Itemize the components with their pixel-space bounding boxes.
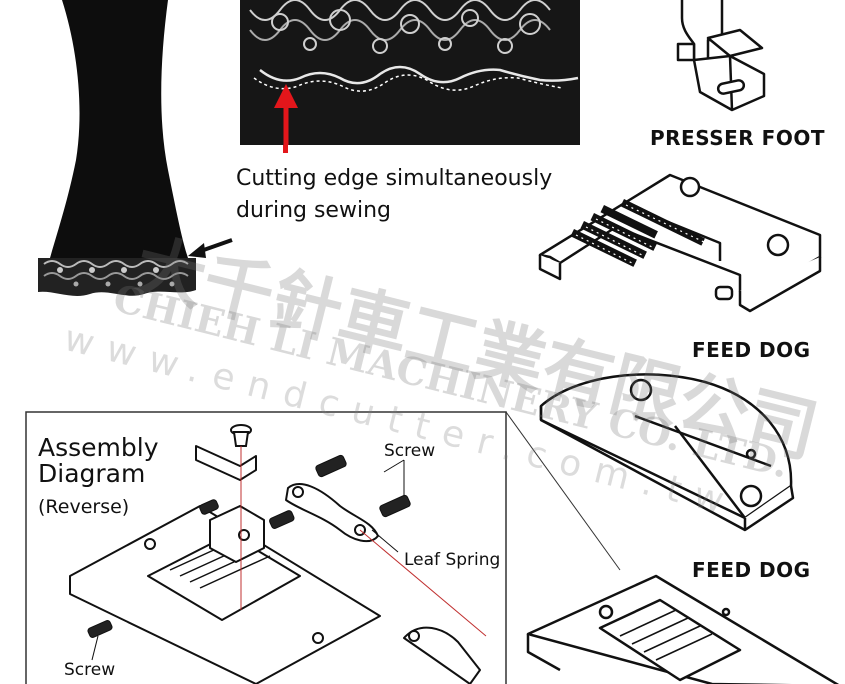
needle-plate-drawing bbox=[526, 574, 840, 684]
top-screw-icon bbox=[230, 424, 252, 447]
garment-illustration bbox=[38, 0, 233, 296]
leaf-spring-label: Leaf Spring bbox=[404, 550, 501, 570]
feed-dog-2-drawing bbox=[539, 373, 795, 532]
screw-label-top: Screw bbox=[384, 441, 436, 461]
assembly-diagram-box bbox=[25, 411, 840, 684]
cutting-caption: Cutting edge simultaneously during sewin… bbox=[236, 163, 552, 227]
garment-body bbox=[50, 0, 188, 258]
assembly-lever bbox=[403, 626, 481, 684]
presser-foot-label: PRESSER FOOT bbox=[650, 126, 825, 150]
lace-closeup-photo bbox=[240, 0, 580, 145]
lace-scalloped-edge bbox=[259, 65, 579, 85]
callout-line bbox=[505, 411, 621, 571]
lace-photo-background bbox=[240, 0, 580, 145]
feed-dog-label-1: FEED DOG bbox=[692, 338, 811, 362]
presser-foot-drawing bbox=[676, 0, 766, 112]
spring-screws bbox=[87, 454, 411, 638]
lace-pattern bbox=[249, 0, 551, 54]
red-arrow-tail bbox=[283, 145, 288, 153]
screw-label-bottom: Screw bbox=[64, 660, 116, 680]
caption-line-2: during sewing bbox=[236, 198, 391, 223]
assembly-title: Assembly Diagram bbox=[38, 435, 159, 487]
cut-line bbox=[253, 74, 563, 92]
assembly-subtitle: (Reverse) bbox=[38, 496, 130, 518]
needle-plate-slots bbox=[619, 609, 713, 661]
assembly-frame bbox=[25, 411, 507, 684]
leaf-spring-part bbox=[285, 483, 379, 543]
assembly-title-line-1: Assembly bbox=[38, 433, 159, 462]
feed-dog-1-drawing bbox=[538, 173, 822, 313]
garment-lace-hem bbox=[38, 258, 196, 296]
feed-dog-label-2: FEED DOG bbox=[692, 558, 811, 582]
caption-line-1: Cutting edge simultaneously bbox=[236, 166, 553, 191]
red-arrow bbox=[274, 84, 298, 145]
assembly-title-line-2: Diagram bbox=[38, 459, 146, 488]
garment-pointer-arrow bbox=[188, 238, 233, 258]
